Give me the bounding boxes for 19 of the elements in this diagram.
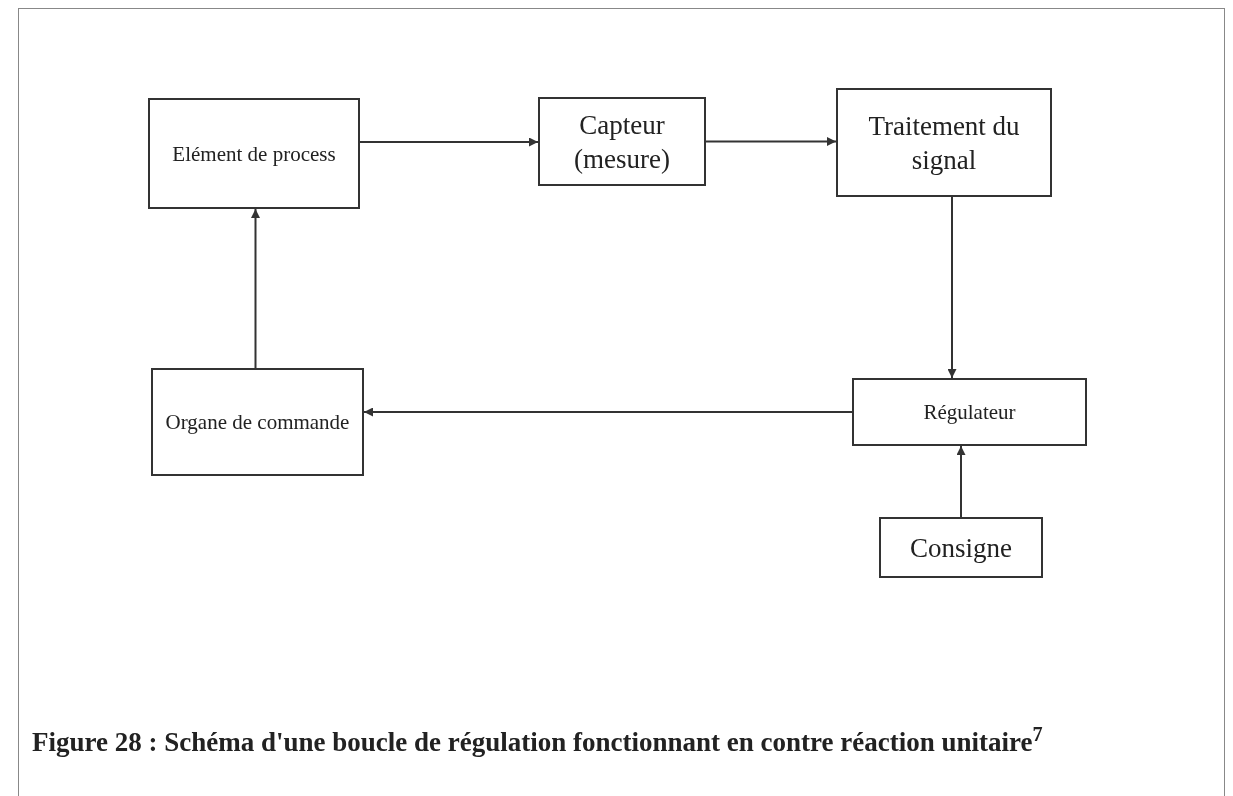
- process-box: [852, 378, 1087, 446]
- arrow: [359, 137, 539, 147]
- arrow: [363, 407, 853, 417]
- box-label: Consigne: [910, 531, 1012, 565]
- process-box: [836, 88, 1052, 197]
- box-label: Traitement du signal: [867, 109, 1021, 177]
- box-label: Régulateur: [923, 399, 1016, 426]
- process-box: [151, 368, 364, 476]
- box-label: Capteur (mesure): [573, 108, 671, 176]
- arrow: [947, 196, 957, 379]
- process-box: [879, 517, 1043, 578]
- figure-caption: Figure 28 : Schéma d'une boucle de régulation fonctionnant en contre réaction unitaire$^{7}$: [32, 722, 1043, 759]
- box-label: Elément de process: [172, 140, 336, 168]
- arrow: [251, 208, 260, 369]
- arrow: [956, 445, 966, 518]
- process-box: [538, 97, 706, 186]
- box-label: Organe de commande: [165, 409, 350, 436]
- process-box: [148, 98, 360, 209]
- arrow: [705, 137, 837, 146]
